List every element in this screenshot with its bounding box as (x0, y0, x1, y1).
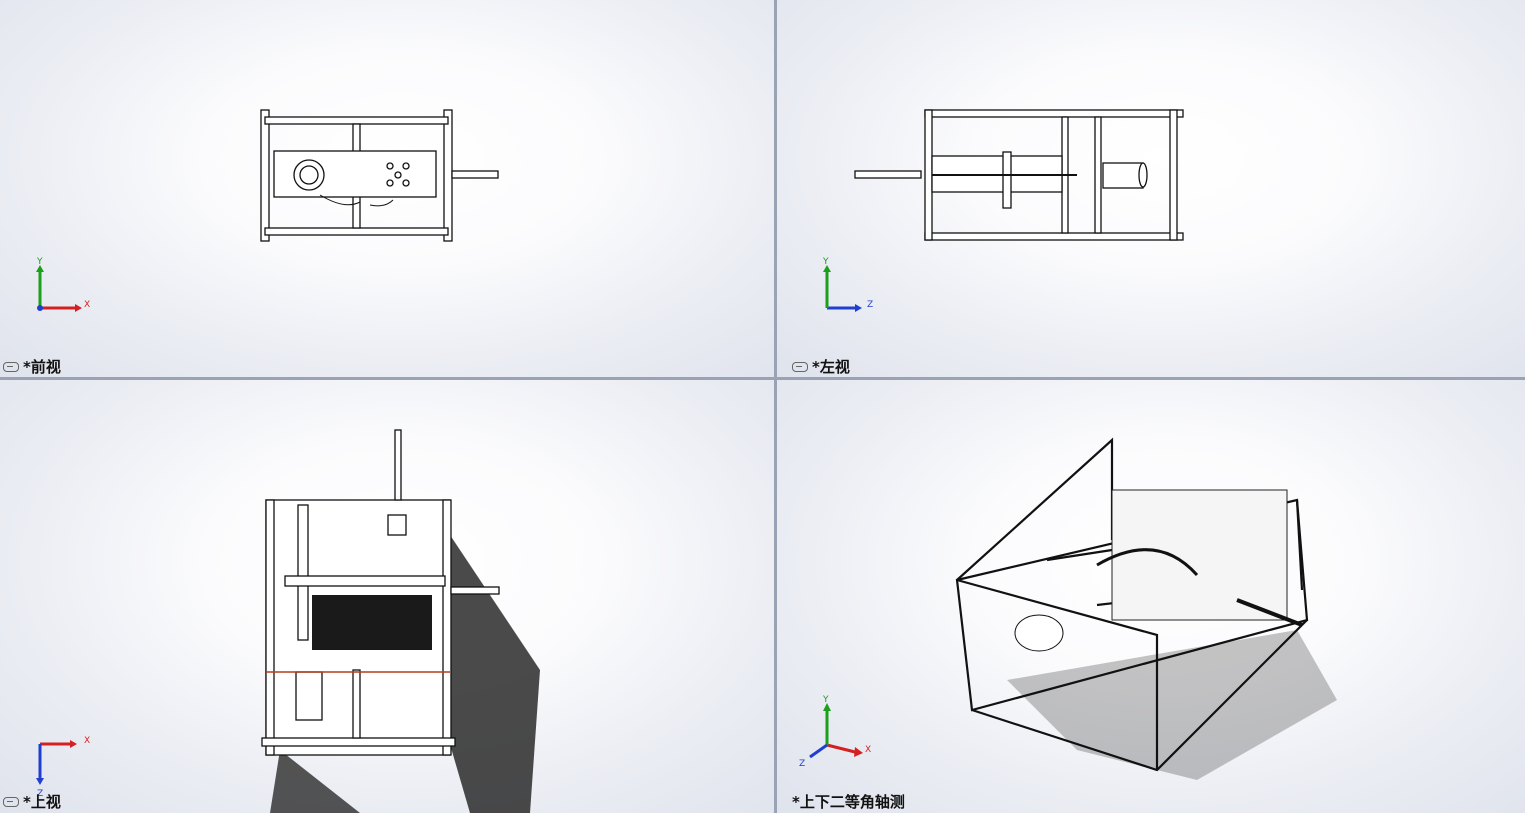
left-axis-h: Z (867, 300, 873, 310)
horizontal-splitter[interactable] (0, 377, 1525, 380)
front-view-model: X Y (36, 109, 499, 312)
left-view-model: Z Y (822, 109, 1184, 312)
front-view-label[interactable]: *前视 (3, 356, 61, 377)
viewport-front[interactable]: X Y *前视 (0, 0, 774, 377)
front-axis-triad: X Y (36, 257, 90, 312)
viewport-iso[interactable]: X Y Z *上下二等角轴测 (777, 380, 1525, 813)
iso-axis-d: Z (799, 759, 805, 769)
iso-axis-v: Y (822, 695, 829, 705)
vertical-splitter[interactable] (774, 0, 777, 813)
link-icon (792, 361, 808, 372)
left-axis-v: Y (822, 257, 829, 267)
link-icon (3, 796, 19, 807)
left-axis-triad: Z Y (822, 257, 873, 312)
iso-view-model: X Y Z (799, 437, 1337, 780)
iso-axis-h: X (865, 745, 871, 755)
iso-axis-triad: X Y Z (799, 695, 871, 769)
top-axis-h: X (84, 736, 90, 746)
top-axis-v: Z (37, 789, 43, 799)
top-view-label[interactable]: *上视 (3, 791, 61, 812)
viewport-left[interactable]: Z Y *左视 (777, 0, 1525, 377)
iso-view-label[interactable]: *上下二等角轴测 (792, 793, 905, 811)
top-view-model: X Z (36, 429, 540, 813)
viewport-top[interactable]: X Z *上视 (0, 380, 774, 813)
top-axis-triad: X Z (36, 736, 90, 799)
front-axis-v: Y (36, 257, 43, 267)
front-axis-h: X (84, 300, 90, 310)
left-view-label[interactable]: *左视 (792, 356, 850, 377)
link-icon (3, 361, 19, 372)
